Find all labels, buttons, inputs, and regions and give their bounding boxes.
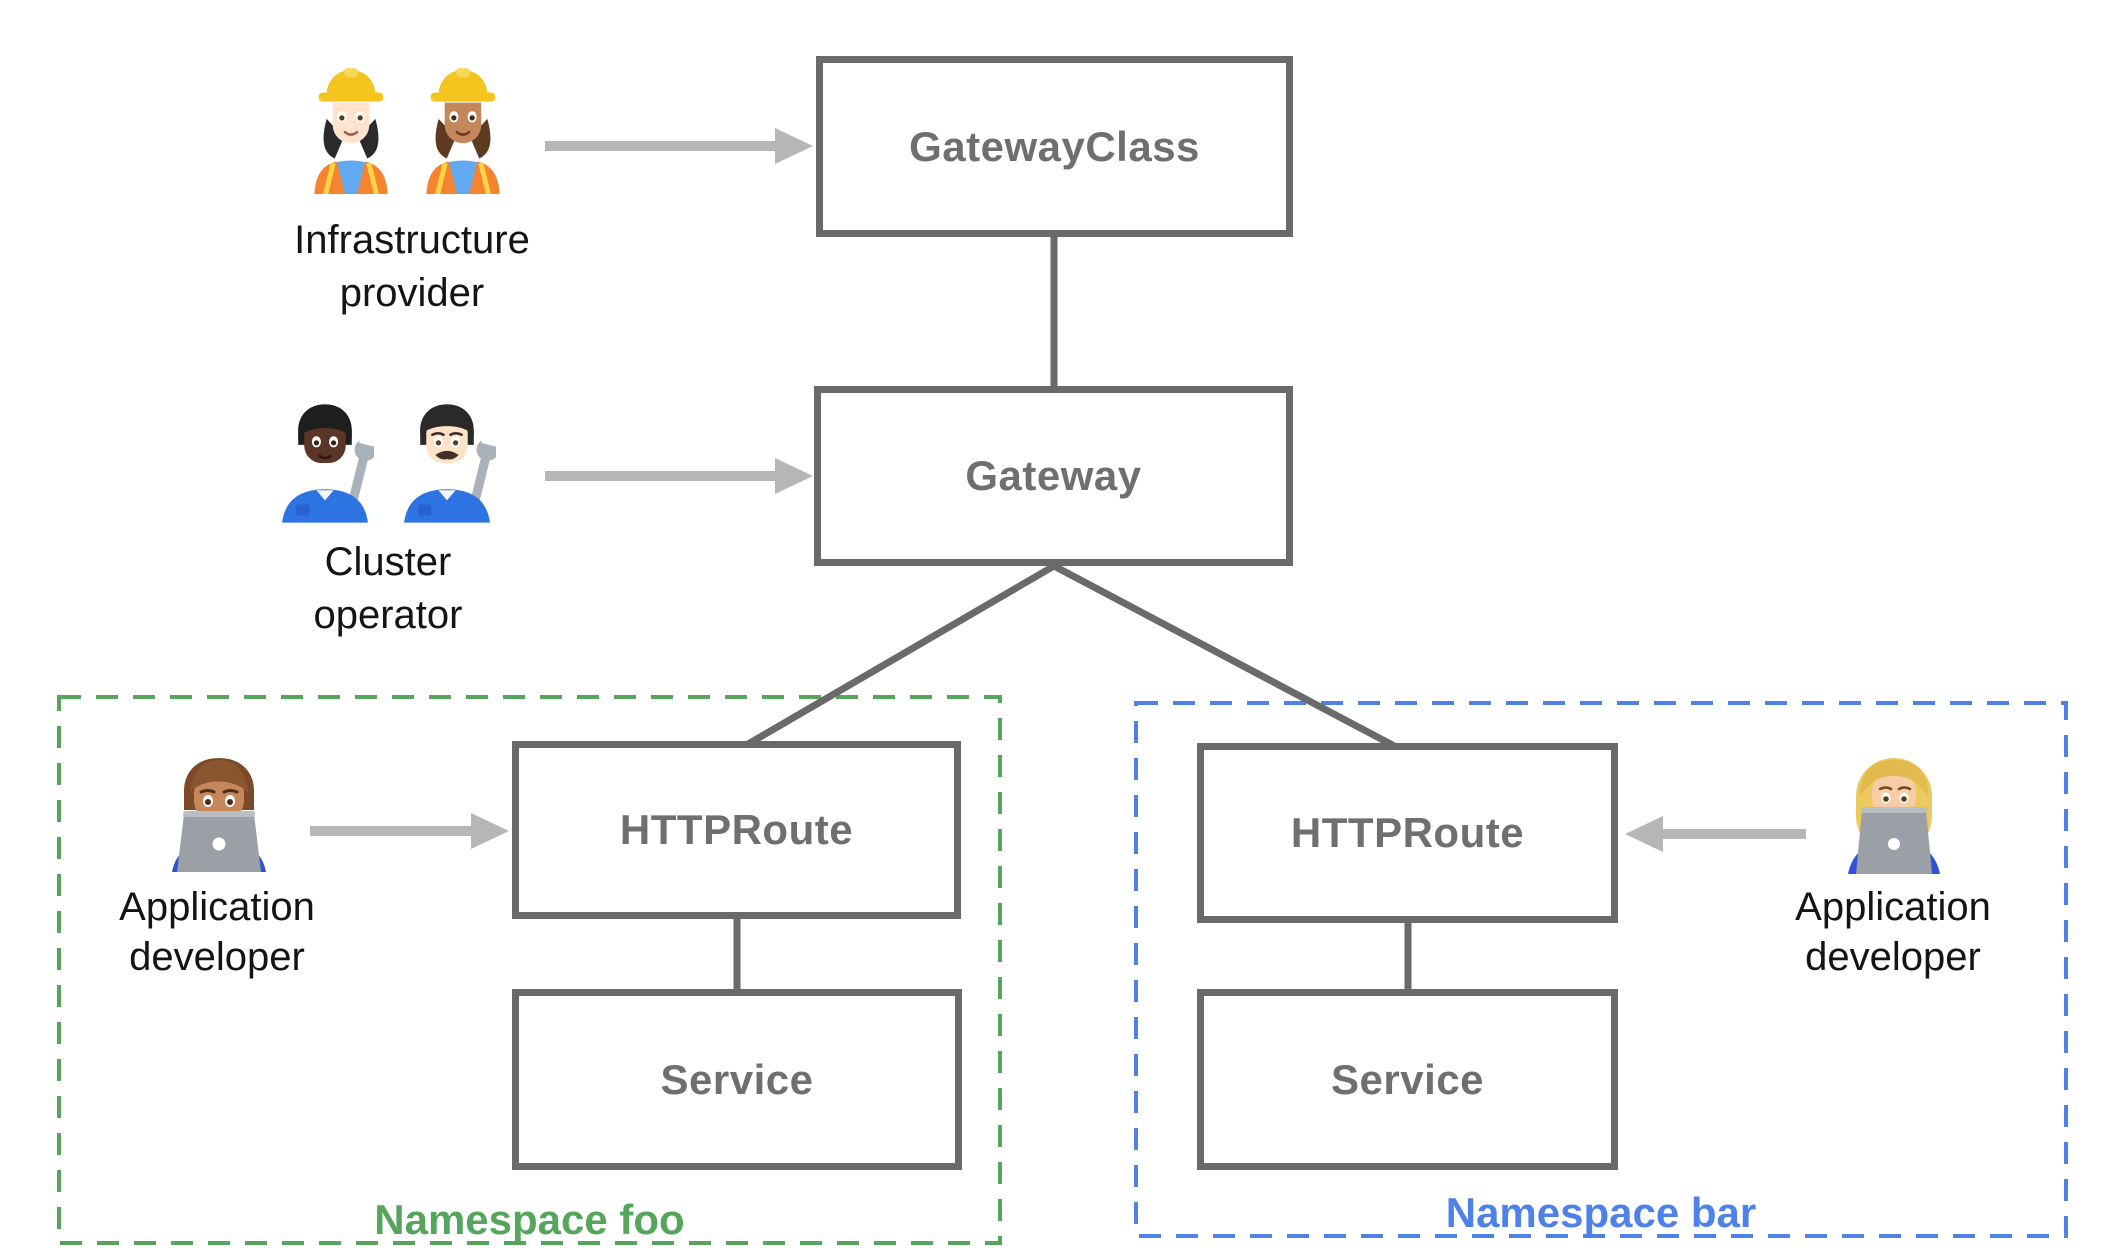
arrow-cluster-operator-to-gateway xyxy=(545,458,813,494)
cluster-operator-line1: Cluster xyxy=(324,540,452,584)
infrastructure-provider-line1: Infrastructure xyxy=(294,218,530,262)
gateway-label: Gateway xyxy=(965,452,1142,499)
woman-technologist-light-icon xyxy=(1848,758,1940,874)
arrow-app-developer-to-httproute-foo xyxy=(310,813,509,849)
namespace-foo-label: Namespace foo xyxy=(374,1196,685,1243)
cluster-operator-icons xyxy=(276,398,496,523)
arrow-app-developer-to-httproute-bar xyxy=(1625,816,1806,852)
application-developer-bar-icon-wrap xyxy=(1842,751,1946,875)
application-developer-bar-line2: developer xyxy=(1805,935,1981,979)
service-bar-node: Service xyxy=(1197,989,1618,1170)
application-developer-bar-line1: Application xyxy=(1795,885,1991,929)
httproute-bar-label: HTTPRoute xyxy=(1290,809,1525,856)
namespace-bar-boundary xyxy=(1134,701,2068,1238)
edge-gateway-httproute-bar xyxy=(1052,562,1402,753)
woman-construction-worker-light-icon xyxy=(314,68,388,194)
application-developer-foo-line2: developer xyxy=(129,935,305,979)
man-mechanic-light-icon xyxy=(404,404,496,523)
infrastructure-provider-line2: provider xyxy=(339,271,485,315)
application-developer-foo-line1: Application xyxy=(119,885,315,929)
infrastructure-provider-label: Infrastructure provider xyxy=(212,214,612,320)
httproute-bar-node: HTTPRoute xyxy=(1197,743,1618,923)
gatewayclass-node: GatewayClass xyxy=(816,56,1293,237)
woman-construction-worker-medium-icon xyxy=(426,68,500,194)
cluster-operator-line2: operator xyxy=(313,593,463,637)
service-foo-label: Service xyxy=(660,1055,814,1103)
httproute-foo-node: HTTPRoute xyxy=(512,741,961,919)
application-developer-bar-label: Application developer xyxy=(1693,882,2093,982)
application-developer-foo-icon-wrap xyxy=(162,753,276,873)
mechanic-dark-icon xyxy=(282,404,374,523)
infrastructure-provider-icons xyxy=(306,62,508,194)
application-developer-foo-label: Application developer xyxy=(17,882,417,982)
arrow-infrastructure-provider-to-gatewayclass xyxy=(545,128,813,164)
gateway-node: Gateway xyxy=(814,386,1293,566)
cluster-operator-label: Cluster operator xyxy=(188,536,588,642)
namespace-bar-label: Namespace bar xyxy=(1445,1189,1757,1236)
gatewayclass-label: GatewayClass xyxy=(909,122,1200,170)
man-technologist-medium-icon xyxy=(172,758,266,872)
namespace-foo-boundary xyxy=(57,695,1002,1245)
service-foo-node: Service xyxy=(512,989,962,1170)
edge-gateway-httproute-foo xyxy=(741,562,1056,751)
service-bar-label: Service xyxy=(1331,1055,1484,1103)
httproute-foo-label: HTTPRoute xyxy=(619,806,854,853)
